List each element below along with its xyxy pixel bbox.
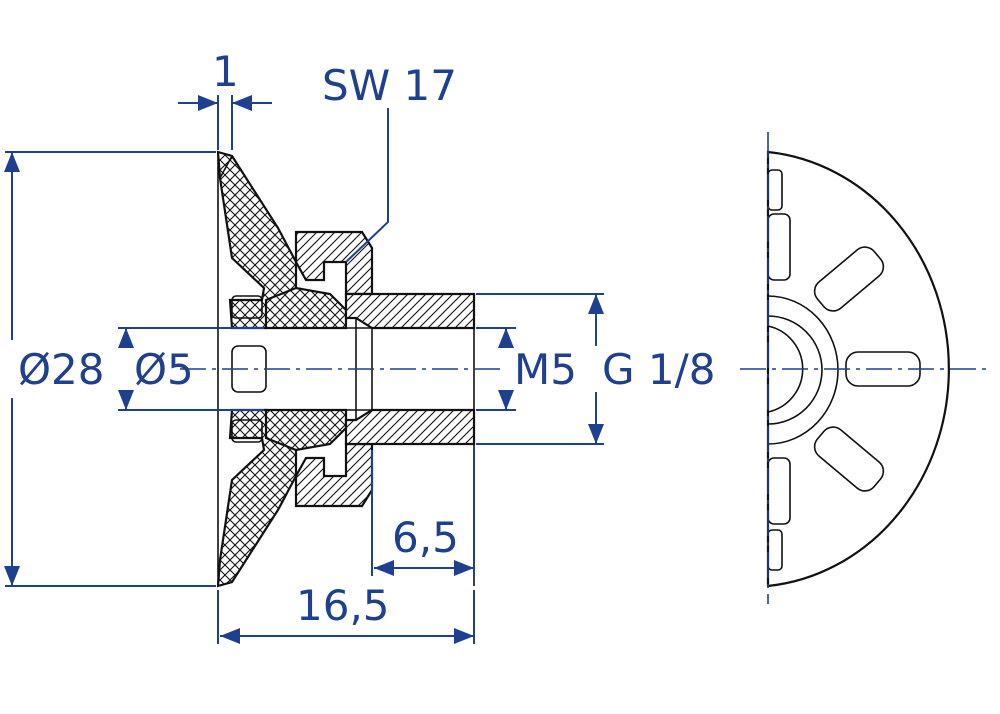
fitting-upper bbox=[344, 292, 476, 330]
front-view bbox=[766, 132, 950, 604]
hex-nut-upper bbox=[294, 230, 374, 296]
diameter-5-label: Ø5 bbox=[134, 345, 194, 394]
m5-label: M5 bbox=[514, 345, 577, 394]
fitting-lower bbox=[344, 408, 476, 446]
dim-6-5-label: 6,5 bbox=[392, 513, 459, 562]
radial-slot bbox=[767, 529, 783, 571]
dim-1-label: 1 bbox=[212, 47, 239, 96]
g18-label: G 1/8 bbox=[602, 345, 716, 394]
radial-slot bbox=[813, 426, 885, 492]
radial-slot bbox=[813, 246, 885, 312]
dim-16-5-label: 16,5 bbox=[296, 581, 390, 630]
radial-slot bbox=[767, 213, 791, 281]
sw17-label: SW 17 bbox=[322, 61, 457, 110]
diameter-28-label: Ø28 bbox=[18, 345, 105, 394]
inner-ring-mid bbox=[767, 315, 823, 425]
dimensions bbox=[3, 95, 604, 644]
inner-ring-outer bbox=[767, 295, 839, 445]
hex-nut-lower bbox=[294, 442, 374, 508]
section-view bbox=[216, 150, 476, 588]
